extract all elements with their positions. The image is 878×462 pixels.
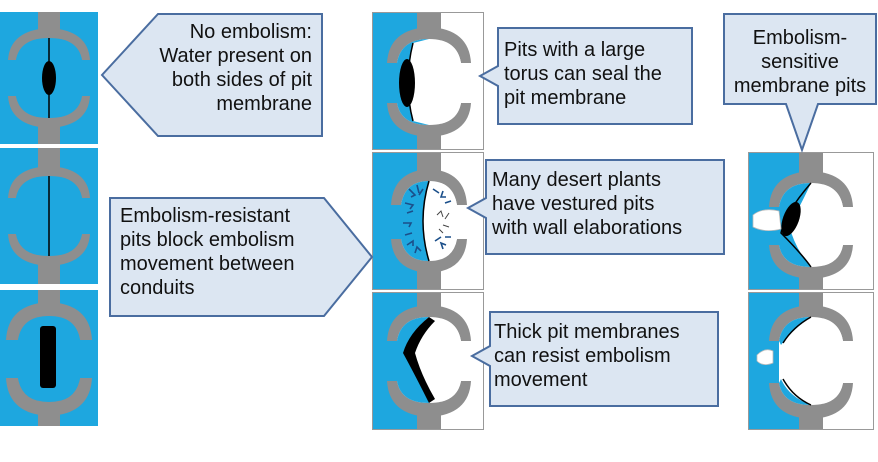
callout-text: Thick pit membranes can resist embolism … bbox=[494, 321, 680, 391]
callout-thick-membrane: Thick pit membranes can resist embolism … bbox=[469, 310, 720, 408]
pit-panel-vestured bbox=[372, 152, 484, 290]
pit-panel-homogeneous-membrane bbox=[0, 148, 98, 284]
callout-text: Embolism- sensitive membrane pits bbox=[733, 27, 867, 97]
callout-text: Embolism-resistant pits block embolism m… bbox=[120, 205, 295, 299]
callout-vestured: Many desert plants have vestured pits wi… bbox=[465, 158, 726, 256]
callout-text: No embolism: Water present on both sides… bbox=[159, 21, 312, 115]
pit-panel-no-embolism bbox=[0, 12, 98, 144]
pit-panel-thick-membrane bbox=[372, 292, 484, 430]
pit-panel-large-torus bbox=[372, 12, 484, 150]
callout-shape bbox=[109, 197, 374, 317]
callout-shape bbox=[723, 13, 877, 154]
callout-shape bbox=[469, 311, 719, 407]
callout-shape bbox=[477, 27, 693, 125]
pit-panel-sensitive-ruptured bbox=[748, 292, 874, 430]
callout-large-torus: Pits with a large torus can seal the pit… bbox=[476, 26, 694, 126]
pit-panel-thick-membrane-left bbox=[0, 290, 98, 426]
callout-text: Many desert plants have vestured pits wi… bbox=[492, 169, 683, 239]
callout-sensitive: Embolism- sensitive membrane pits bbox=[720, 12, 878, 154]
callout-text: Pits with a large torus can seal the pit… bbox=[504, 39, 662, 109]
pit-panel-sensitive-torus bbox=[748, 152, 874, 290]
callout-shape bbox=[100, 13, 323, 137]
callout-no-embolism: No embolism: Water present on both sides… bbox=[100, 12, 324, 138]
callout-shape bbox=[465, 159, 725, 255]
callout-embolism-resistant: Embolism-resistant pits block embolism m… bbox=[108, 196, 374, 318]
